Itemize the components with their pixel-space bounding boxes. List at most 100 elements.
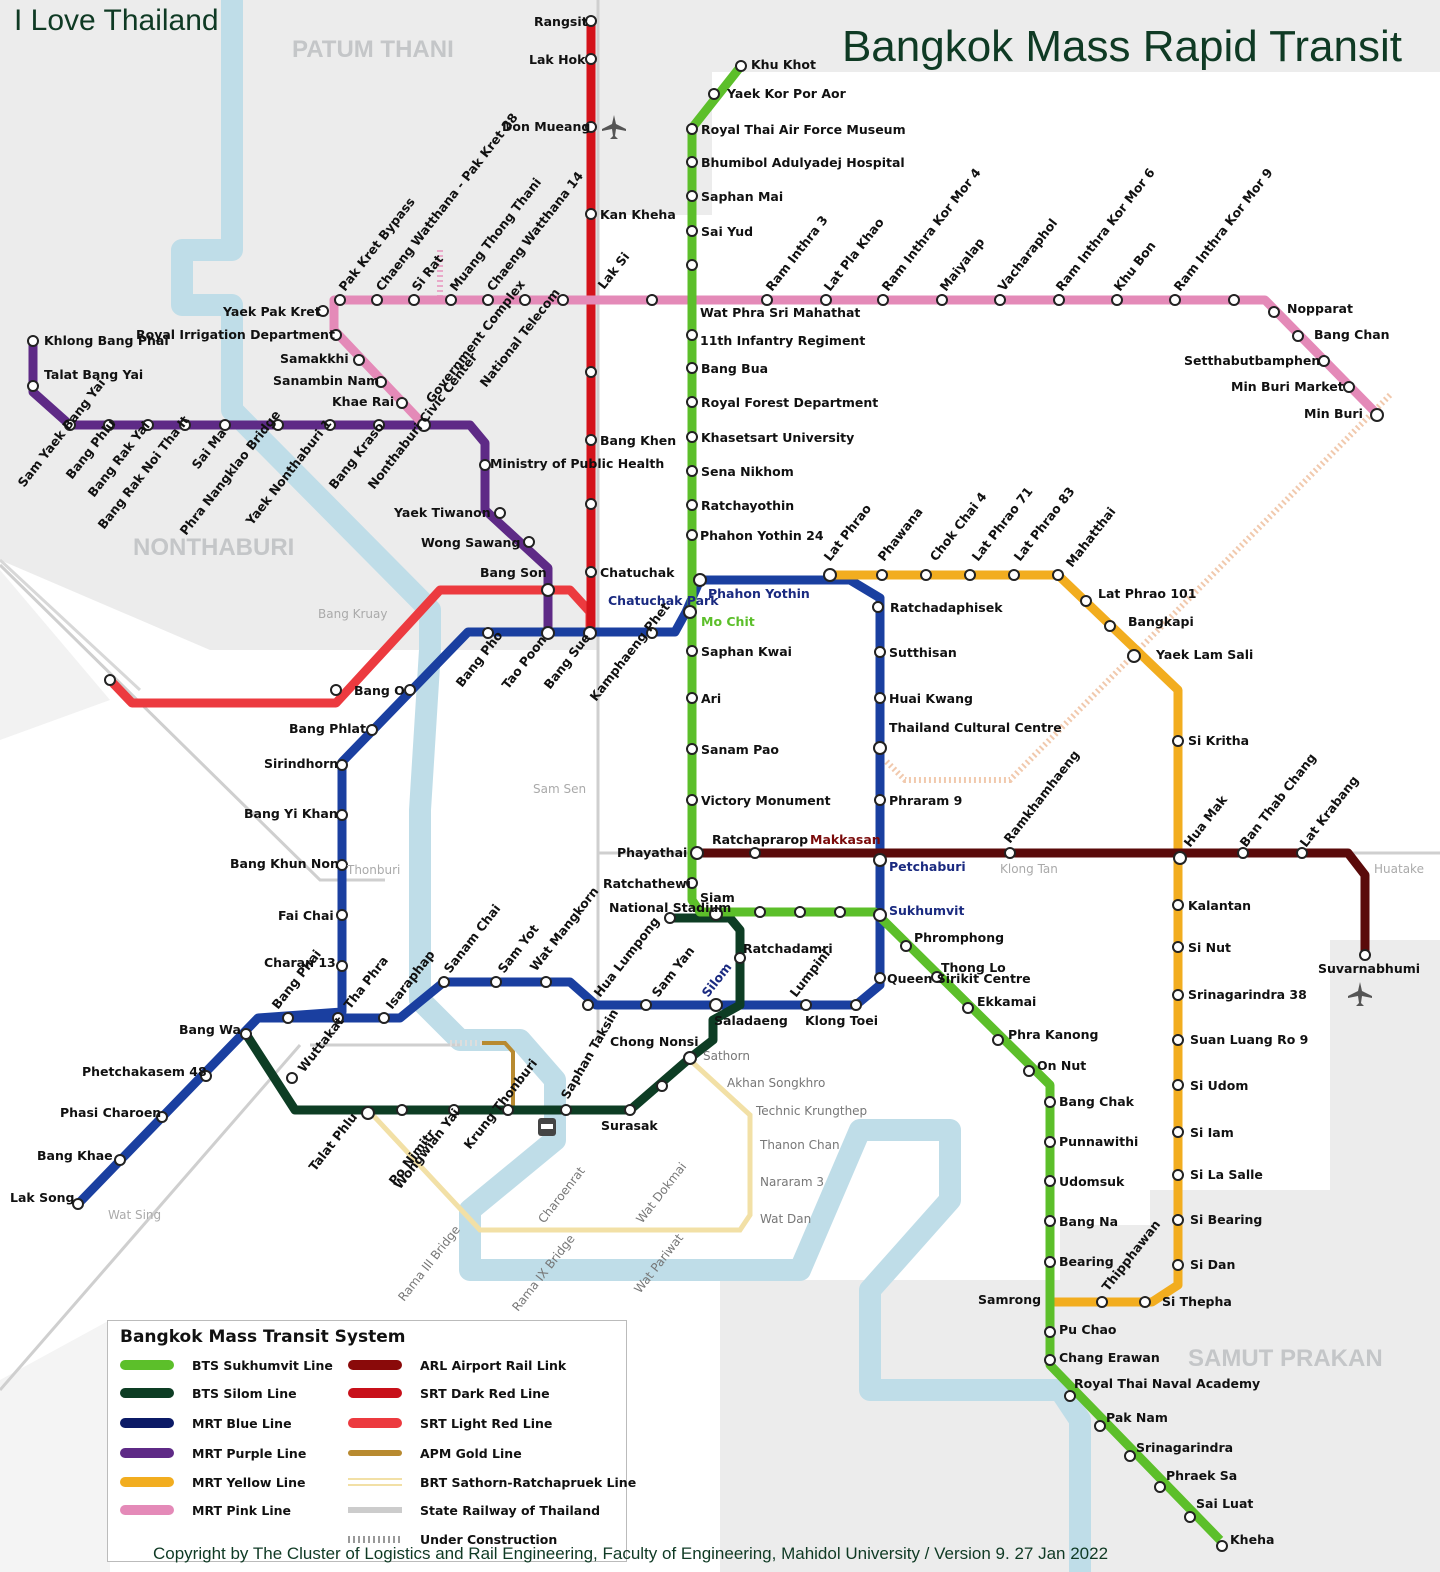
legend-item-mrt-pink: MRT Pink Line [120,1500,291,1520]
svg-text:Sanambin Nam: Sanambin Nam [273,373,379,388]
legend-item-state-railway: State Railway of Thailand [348,1500,600,1520]
svg-text:Bang Son: Bang Son [480,565,547,580]
svg-text:Bang Khen: Bang Khen [600,433,676,448]
legend-item-mrt-purple: MRT Purple Line [120,1443,306,1463]
svg-text:Sanam Pao: Sanam Pao [701,742,779,757]
svg-text:Royal Irrigation Department: Royal Irrigation Department [136,327,335,342]
svg-text:Samrong: Samrong [978,1292,1041,1307]
svg-text:Phahon Yothin 24: Phahon Yothin 24 [700,528,824,543]
copyright-footer: Copyright by The Cluster of Logistics an… [153,1544,1109,1563]
svg-text:Nopparat: Nopparat [1287,301,1353,316]
svg-text:Thong Lo: Thong Lo [941,960,1006,975]
line-arl [692,848,1370,955]
svg-text:Sukhumvit: Sukhumvit [889,903,964,918]
land-north [0,0,1440,650]
svg-text:Yaek Lam Sali: Yaek Lam Sali [1155,647,1253,662]
region-label-samut-prakan: SAMUT PRAKAN [1188,1345,1383,1372]
svg-text:On Nut: On Nut [1037,1058,1086,1073]
svg-text:Chong Nonsi: Chong Nonsi [610,1034,699,1049]
svg-text:Bangkapi: Bangkapi [1128,614,1194,629]
svg-text:Phahon Yothin: Phahon Yothin [708,586,810,601]
svg-text:Lat Phrao 101: Lat Phrao 101 [1098,586,1196,601]
svg-text:Royal Forest Department: Royal Forest Department [701,395,878,410]
map-title: Bangkok Mass Rapid Transit [841,22,1402,71]
svg-text:Ekkamai: Ekkamai [977,994,1036,1009]
legend-item-bts-silom: BTS Silom Line [120,1383,297,1403]
svg-text:Bang Khun Non: Bang Khun Non [230,856,339,871]
svg-text:Royal Thai Air Force Museum: Royal Thai Air Force Museum [701,122,906,137]
svg-text:Sai Yud: Sai Yud [701,224,753,239]
svg-text:Thanon Chan: Thanon Chan [759,1138,840,1152]
svg-text:Sathorn: Sathorn [703,1049,750,1063]
station-labels-bts-sukhumvit: Khu Khot Yaek Kor Por Aor Royal Thai Air… [603,57,1274,1547]
svg-text:Nararam 3: Nararam 3 [760,1175,824,1189]
svg-text:Makkasan: Makkasan [810,832,881,847]
legend-item-mrt-yellow: MRT Yellow Line [120,1472,305,1492]
line-swatch-icon [120,1477,174,1487]
svg-text:Royal Thai Naval Academy: Royal Thai Naval Academy [1074,1376,1260,1391]
svg-text:Udomsuk: Udomsuk [1059,1174,1125,1189]
land-west [0,570,110,740]
svg-text:Kheha: Kheha [1230,1532,1274,1547]
svg-text:11th Infantry Regiment: 11th Infantry Regiment [700,333,865,348]
line-swatch-icon [120,1505,174,1515]
station-labels-srt-dark-red: Rangsit Lak Hok Don Mueang Kan Kheha Ban… [502,14,676,580]
svg-text:Sam Sen: Sam Sen [533,782,586,796]
line-swatch-icon [348,1450,402,1456]
svg-text:Phraek Sa: Phraek Sa [1166,1468,1237,1483]
line-swatch-icon [348,1388,402,1398]
svg-text:Kan Kheha: Kan Kheha [600,207,676,222]
svg-text:Surasak: Surasak [601,1118,658,1133]
svg-text:Chang Erawan: Chang Erawan [1059,1350,1160,1365]
svg-text:Queen Sirikit Centre: Queen Sirikit Centre [887,971,1031,986]
svg-text:Thonburi: Thonburi [346,863,400,877]
legend-item-mrt-blue: MRT Blue Line [120,1413,292,1433]
svg-text:Ratchadaphisek: Ratchadaphisek [890,600,1003,615]
svg-text:Si Thepha: Si Thepha [1162,1294,1232,1309]
svg-text:Chatuchak: Chatuchak [600,565,675,580]
legend-item-arl: ARL Airport Rail Link [348,1355,566,1375]
svg-text:Srinagarindra: Srinagarindra [1136,1440,1233,1455]
airport-icon-suvarnabhumi [1348,982,1372,1006]
svg-text:Phra Kanong: Phra Kanong [1008,1027,1098,1042]
svg-text:Phromphong: Phromphong [914,930,1004,945]
svg-text:Bhumibol Adulyadej Hospital: Bhumibol Adulyadej Hospital [701,155,905,170]
svg-text:Wat Dan: Wat Dan [760,1212,811,1226]
svg-text:Si Nut: Si Nut [1188,940,1231,955]
svg-text:Yaek Pak Kret: Yaek Pak Kret [222,304,321,319]
svg-text:Saphan Kwai: Saphan Kwai [701,644,792,659]
svg-text:Si La Salle: Si La Salle [1190,1167,1263,1182]
svg-text:Khlong Bang Phai: Khlong Bang Phai [44,333,169,348]
svg-text:Bang Khae: Bang Khae [37,1148,113,1163]
svg-text:Petchaburi: Petchaburi [889,859,966,874]
river-chao-phraya [0,0,1091,1572]
svg-text:Bang Na: Bang Na [1059,1214,1118,1229]
svg-text:Thailand Cultural Centre: Thailand Cultural Centre [889,720,1062,735]
svg-text:Suan Luang Ro 9: Suan Luang Ro 9 [1190,1032,1308,1047]
svg-text:Ratchaprarop: Ratchaprarop [712,832,808,847]
svg-text:Kalantan: Kalantan [1188,898,1251,913]
svg-text:Phraram 9: Phraram 9 [889,793,962,808]
line-swatch-icon [348,1535,402,1543]
line-swatch-icon [348,1418,402,1428]
svg-text:Chatuchak Park: Chatuchak Park [608,593,719,608]
svg-text:Bang Bua: Bang Bua [701,361,768,376]
brand-label: I Love Thailand [14,4,219,37]
svg-text:Lak Song: Lak Song [10,1190,75,1205]
svg-text:Punnawithi: Punnawithi [1059,1134,1138,1149]
svg-text:Phetchakasem 48: Phetchakasem 48 [82,1064,207,1079]
line-swatch-icon [120,1418,174,1428]
land-samut-prakan [720,940,1440,1572]
svg-text:Samakkhi: Samakkhi [280,351,349,366]
svg-text:Wat Phra Sri Mahathat: Wat Phra Sri Mahathat [700,305,860,320]
line-swatch-icon [120,1388,174,1398]
svg-text:Si Kritha: Si Kritha [1188,733,1249,748]
under-construction [437,250,1393,1046]
svg-text:Charan 13: Charan 13 [264,955,336,970]
svg-text:Bang Yi Khan: Bang Yi Khan [244,806,338,821]
svg-text:Phasi Charoen: Phasi Charoen [60,1105,161,1120]
legend-title: Bangkok Mass Transit System [120,1327,406,1347]
svg-text:Wat Sing: Wat Sing [108,1208,161,1222]
svg-text:Suvarnabhumi: Suvarnabhumi [1318,961,1420,976]
